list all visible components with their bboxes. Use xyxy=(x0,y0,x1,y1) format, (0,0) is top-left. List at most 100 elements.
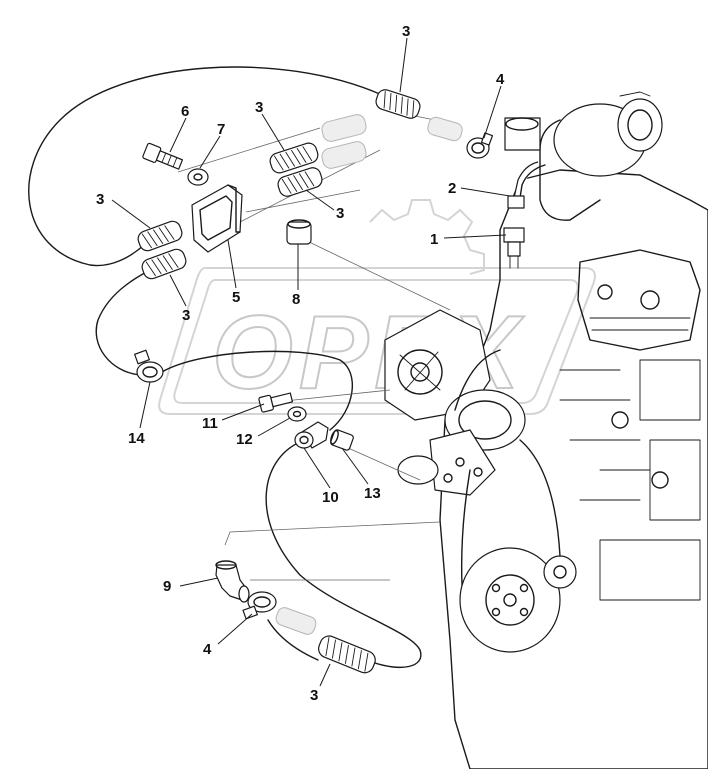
braided-sleeves xyxy=(137,89,421,674)
callout-14: 14 xyxy=(128,430,145,447)
sleeve-3-upper-mid xyxy=(269,142,319,174)
washer-12 xyxy=(287,406,307,422)
block-ribs xyxy=(599,359,701,601)
turbocharger xyxy=(504,91,663,221)
callout-13: 13 xyxy=(364,485,381,502)
callout-8: 8 xyxy=(292,291,300,308)
turbo-inlet xyxy=(617,98,663,152)
leader-3c xyxy=(111,199,151,229)
callout-1: 1 xyxy=(430,231,438,248)
sleeve-3-top xyxy=(375,89,421,119)
leader-9 xyxy=(179,577,219,587)
clamp-4-bottom xyxy=(242,591,277,620)
sleeve-3-lower-mid xyxy=(277,167,323,197)
leader-6 xyxy=(169,117,187,153)
clip-10 xyxy=(294,421,329,449)
turbo-clamp xyxy=(619,91,651,97)
callout-2: 2 xyxy=(448,180,456,197)
water-pump-pulley-inner xyxy=(458,400,512,440)
watermark-badge-inner xyxy=(173,279,579,404)
guide-spacer-8 xyxy=(304,239,451,311)
phantom-sleeve-4 xyxy=(275,607,317,635)
callout-numbers: 3 4 6 7 3 2 3 3 1 5 8 3 14 11 12 10 13 9… xyxy=(96,23,505,704)
bolt-11 xyxy=(258,392,294,413)
callout-3-upper-mid: 3 xyxy=(255,99,263,116)
boss-upper xyxy=(611,411,629,429)
leader-11 xyxy=(221,403,265,421)
leader-14 xyxy=(139,381,151,429)
oil-feed-nut xyxy=(507,195,525,209)
callout-10: 10 xyxy=(322,489,339,506)
leader-3f xyxy=(319,663,331,687)
idler xyxy=(397,455,439,485)
sleeve-3-bottom xyxy=(318,635,376,674)
valve-cover xyxy=(577,249,701,351)
leader-5 xyxy=(227,239,237,289)
callout-3-lower-mid: 3 xyxy=(336,205,344,222)
boss-mid xyxy=(651,471,669,489)
watermark-badge-outer xyxy=(158,267,596,415)
alternator-face xyxy=(397,349,443,395)
callout-3-top: 3 xyxy=(402,23,410,40)
fitting-1-body xyxy=(507,241,521,257)
callout-3-bottom: 3 xyxy=(310,687,318,704)
leader-lines xyxy=(111,37,511,687)
leader-3e xyxy=(169,274,187,307)
callout-7: 7 xyxy=(217,121,225,138)
oil-feed-tube-edge xyxy=(519,164,546,199)
guide-elbow-9 xyxy=(224,521,441,546)
crank-pulley xyxy=(459,547,561,653)
tensioner-hub xyxy=(553,565,567,579)
pulleys-and-belt xyxy=(397,349,577,653)
fitting-1-thread xyxy=(509,255,519,269)
fan-bolt-1 xyxy=(455,457,465,467)
phantom-sleeves xyxy=(275,114,463,635)
crank-bolt xyxy=(503,593,517,607)
guide-bracket-mid xyxy=(245,189,361,213)
bolt-6 xyxy=(142,142,184,170)
elbow-9 xyxy=(215,560,250,603)
oil-fittings-on-engine xyxy=(503,161,546,269)
hose-left-drop xyxy=(95,263,163,376)
callout-12: 12 xyxy=(236,431,253,448)
turbo-inlet-bore xyxy=(627,109,653,141)
sleeve-3-left-upper xyxy=(137,220,183,252)
hose-middle-loop xyxy=(161,350,354,431)
crank-hole-1 xyxy=(491,583,501,593)
hose-lower-end xyxy=(267,619,319,661)
block-details xyxy=(559,369,651,501)
turbo-outlet-flange xyxy=(504,117,541,151)
crank-hole-2 xyxy=(519,583,529,593)
phantom-sleeve-2 xyxy=(321,141,367,169)
leader-13 xyxy=(341,447,369,485)
drive-belt xyxy=(454,349,561,586)
alternator-vents xyxy=(399,351,441,391)
callout-5: 5 xyxy=(232,289,240,306)
crank-hole-3 xyxy=(491,607,501,617)
spacer-8 xyxy=(286,219,312,245)
leader-4b xyxy=(217,613,253,645)
tensioner-pulley xyxy=(543,555,577,589)
crank-pulley-hub xyxy=(485,574,535,626)
callout-6: 6 xyxy=(181,103,189,120)
leader-7 xyxy=(199,135,221,169)
callout-11: 11 xyxy=(202,415,218,432)
hose-routing xyxy=(28,66,422,669)
fan-hub-flange xyxy=(429,429,496,496)
fan-bolt-2 xyxy=(473,467,483,477)
phantom-sleeve-1 xyxy=(321,114,367,142)
clamp-14 xyxy=(134,349,164,383)
alternator-hub xyxy=(410,362,430,382)
sleeve-3-left-lower xyxy=(141,248,187,280)
leader-12 xyxy=(257,417,291,437)
phantom-sleeve-3 xyxy=(427,116,463,142)
hose-lower-loop xyxy=(265,441,422,669)
turbo-body xyxy=(539,119,601,221)
fitting-1-hex xyxy=(503,227,525,243)
fan-bolt-3 xyxy=(443,473,453,483)
leader-2 xyxy=(460,187,511,197)
crank-hole-4 xyxy=(519,607,529,617)
callout-4-top: 4 xyxy=(496,71,505,88)
watermark-gear xyxy=(369,199,485,275)
